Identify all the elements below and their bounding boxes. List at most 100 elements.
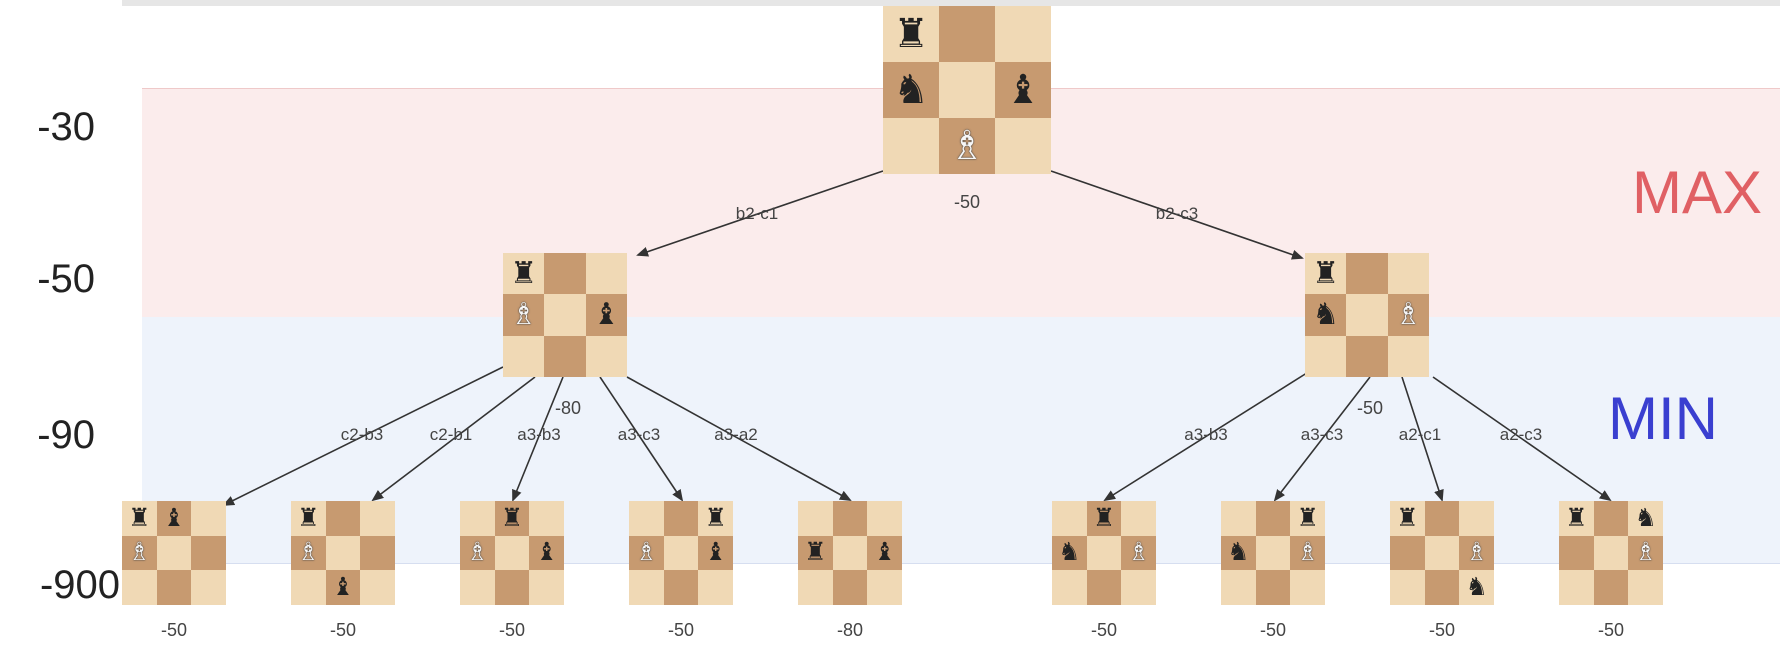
square (544, 253, 586, 295)
square: ♜ (1559, 501, 1594, 536)
square (663, 570, 699, 605)
square: ♞ (883, 62, 939, 118)
edge-arrow (636, 170, 884, 257)
level1-score: -80 (554, 398, 581, 418)
black-knight-icon: ♞ (1634, 503, 1657, 532)
white-bishop-icon: ♗ (1127, 538, 1150, 567)
black-knight-icon: ♞ (1312, 297, 1340, 331)
square (798, 570, 833, 605)
square (1086, 570, 1122, 605)
black-rook-icon: ♜ (128, 503, 151, 532)
square (360, 501, 395, 536)
root-score: -50 (953, 192, 980, 212)
edge-arrow (1273, 376, 1371, 502)
square (1387, 253, 1429, 295)
square: ♜ (798, 535, 833, 571)
square (867, 570, 902, 605)
square: ♗ (939, 118, 995, 174)
black-rook-icon: ♜ (1312, 256, 1340, 290)
square (529, 501, 564, 536)
max-label: MAX (1632, 159, 1763, 226)
white-bishop-icon: ♗ (297, 538, 320, 567)
edge-move-label: b2-c1 (736, 204, 779, 223)
square: ♝ (698, 535, 733, 571)
square: ♗ (1387, 294, 1429, 336)
square (1086, 535, 1122, 571)
white-bishop-icon: ♗ (1465, 538, 1488, 567)
level-value-2: -90 (37, 413, 95, 457)
square (1052, 501, 1087, 536)
square (1559, 570, 1594, 605)
square: ♞ (1221, 535, 1256, 571)
white-bishop-icon: ♗ (1634, 538, 1657, 567)
black-rook-icon: ♜ (804, 538, 827, 567)
square: ♞ (1459, 570, 1494, 605)
square: ♝ (529, 535, 564, 571)
square: ♞ (1052, 535, 1087, 571)
black-rook-icon: ♜ (1296, 503, 1319, 532)
level1-score: -50 (1356, 398, 1383, 418)
square (360, 535, 395, 571)
square (544, 294, 586, 336)
leaf-score: -80 (836, 620, 863, 640)
square (494, 570, 530, 605)
square (1346, 335, 1388, 377)
square (1290, 570, 1325, 605)
square (191, 501, 226, 536)
leaf-board: ♜ ♞ ♗ (1221, 501, 1325, 605)
square: ♗ (1459, 535, 1494, 571)
square (867, 501, 902, 536)
level-value-0: -30 (37, 105, 95, 149)
square: ♗ (122, 535, 157, 571)
square (1121, 570, 1156, 605)
square (156, 570, 192, 605)
square (460, 501, 495, 536)
square (1221, 570, 1256, 605)
square: ♞ (1628, 501, 1663, 536)
black-rook-icon: ♜ (704, 503, 727, 532)
edge-move-label: a3-b3 (1184, 425, 1227, 444)
leaf-score: -50 (1090, 620, 1117, 640)
square (585, 253, 627, 295)
white-bishop-icon: ♗ (949, 124, 985, 168)
square: ♝ (156, 501, 192, 536)
square (1305, 335, 1347, 377)
black-knight-icon: ♞ (1227, 538, 1250, 567)
square (1121, 501, 1156, 536)
leaf-score: -50 (667, 620, 694, 640)
black-bishop-icon: ♝ (704, 538, 727, 567)
edge-arrow (1432, 376, 1612, 502)
edge-move-label: a2-c3 (1500, 425, 1543, 444)
square: ♗ (460, 535, 495, 571)
square (1255, 570, 1291, 605)
square (663, 535, 699, 571)
leaf-score: -50 (498, 620, 525, 640)
square (629, 501, 664, 536)
edge-arrow (1401, 376, 1444, 502)
square: ♜ (503, 253, 545, 295)
square: ♜ (1086, 501, 1122, 536)
white-bishop-icon: ♗ (635, 538, 658, 567)
square (1593, 535, 1629, 571)
square (1390, 535, 1425, 571)
edge-arrow (626, 376, 852, 501)
square (156, 535, 192, 571)
square: ♝ (867, 535, 902, 571)
square: ♗ (1290, 535, 1325, 571)
edge-move-label: a3-c3 (618, 425, 661, 444)
edge-arrow (512, 376, 564, 502)
square (191, 535, 226, 571)
square (939, 6, 995, 62)
square (1424, 501, 1460, 536)
white-bishop-icon: ♗ (128, 538, 151, 567)
edge-arrow (1103, 370, 1311, 502)
square (1255, 501, 1291, 536)
square (883, 118, 939, 174)
square: ♜ (122, 501, 157, 536)
square (629, 570, 664, 605)
leaf-score: -50 (329, 620, 356, 640)
square (1628, 570, 1663, 605)
black-knight-icon: ♞ (1465, 573, 1488, 602)
leaf-board: ♜♞ ♗ (1052, 501, 1156, 605)
